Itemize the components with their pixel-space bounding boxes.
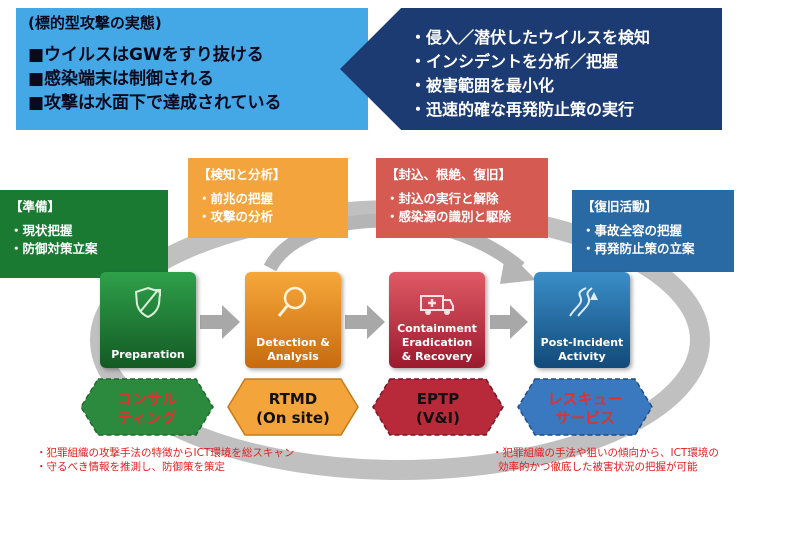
stage-item: ・前兆の把握	[198, 191, 274, 206]
stage-item: ・防御対策立案	[10, 241, 98, 256]
tile-label-group: Post-Incident Activity	[534, 336, 630, 364]
note-line: 効率的かつ徹底した被害状況の把握が可能	[498, 461, 698, 473]
note-line: ・犯罪組織の手法や狙いの傾向から、ICT環境の	[492, 447, 719, 459]
service-hexagon	[80, 378, 214, 436]
road-trees-icon	[569, 287, 598, 317]
attack-reality-line: ■ウイルスはGWをすり抜ける	[28, 45, 264, 65]
stage-item: ・封込の実行と解除	[386, 191, 499, 206]
stage-box-post-incident: 【復旧活動】 ・事故全容の把握 ・再発防止策の立案	[572, 190, 734, 272]
countermeasure-line: ・被害範囲を最小化	[410, 76, 555, 95]
tile-post-incident: Post-Incident Activity	[534, 272, 630, 368]
magnifier-icon	[277, 286, 307, 317]
tile-label-group: Containment Eradication & Recovery	[389, 322, 485, 364]
service-eptp: EPTP (V&I)	[370, 376, 506, 438]
service-label-group: レスキュー サービス	[515, 390, 655, 428]
tile-preparation: Preparation	[100, 272, 196, 368]
stage-box-preparation: 【準備】 ・現状把握 ・防御対策立案	[0, 190, 168, 278]
service-label: (On site)	[256, 409, 330, 427]
stage-heading: 【封込、根絶、復旧】	[386, 167, 512, 182]
tile-label: Preparation	[111, 348, 185, 361]
stage-heading: 【検知と分析】	[198, 167, 286, 182]
service-label: RTMD	[268, 390, 318, 408]
attack-reality-title: (標的型攻撃の実態)	[28, 14, 162, 32]
service-label: EPTP	[416, 390, 460, 408]
shield-sword-icon	[134, 286, 162, 319]
tile-label: Post-Incident	[540, 336, 624, 349]
countermeasure-line: ・インシデントを分析／把握	[410, 52, 619, 71]
service-label: ティング	[117, 409, 177, 427]
attack-reality-line: ■感染端末は制御される	[28, 69, 215, 89]
ambulance-icon	[420, 295, 454, 315]
tile-label: Containment	[397, 322, 477, 335]
flow-arrow-2	[345, 305, 385, 339]
tile-label: Activity	[558, 350, 606, 363]
stage-item: ・感染源の識別と駆除	[386, 209, 512, 224]
service-label-group: コンサル ティング	[78, 390, 216, 428]
tile-detection-analysis: Detection & Analysis	[245, 272, 341, 368]
stage-heading: 【復旧活動】	[582, 199, 658, 214]
tile-label-group: Detection & Analysis	[245, 336, 341, 364]
stage-item: ・事故全容の把握	[582, 223, 683, 238]
service-label-group: EPTP (V&I)	[370, 390, 506, 428]
tile-label: Eradication	[401, 336, 473, 349]
countermeasure-line: ・迅速的確な再発防止策の実行	[410, 100, 635, 119]
rescue-note: ・犯罪組織の手法や狙いの傾向から、ICT環境の 効率的かつ徹底した被害状況の把握…	[492, 446, 719, 474]
stage-item: ・現状把握	[10, 223, 73, 238]
consulting-note: ・犯罪組織の攻撃手法の特徴からICT環境を総スキャン ・守るべき情報を推測し、防…	[36, 446, 294, 474]
service-label: (V&I)	[416, 409, 460, 427]
flow-arrow-1	[200, 305, 240, 339]
stage-heading: 【準備】	[10, 199, 61, 214]
service-label: コンサル	[116, 390, 177, 408]
stage-item: ・再発防止策の立案	[582, 241, 695, 256]
service-rescue: レスキュー サービス	[515, 376, 655, 438]
note-line: ・守るべき情報を推測し、防御策を策定	[36, 461, 225, 473]
service-label: レスキュー	[547, 390, 623, 408]
attack-reality-line: ■攻撃は水面下で達成されている	[28, 93, 282, 113]
service-hexagon	[227, 378, 359, 436]
note-line: ・犯罪組織の攻撃手法の特徴からICT環境を総スキャン	[36, 447, 295, 459]
countermeasure-banner	[340, 8, 722, 130]
stage-box-containment: 【封込、根絶、復旧】 ・封込の実行と解除 ・感染源の識別と駆除	[376, 158, 548, 238]
tile-label: & Recovery	[401, 350, 473, 363]
flow-arrow-3	[490, 305, 528, 339]
tile-label: Detection &	[256, 336, 330, 349]
tile-containment: Containment Eradication & Recovery	[389, 272, 485, 368]
tile-label: Analysis	[267, 350, 319, 363]
countermeasure-line: ・侵入／潜伏したウイルスを検知	[410, 28, 651, 47]
service-consulting: コンサル ティング	[78, 376, 216, 438]
service-hexagon	[372, 378, 504, 436]
attack-reality-banner	[16, 8, 368, 130]
service-label: サービス	[554, 409, 615, 427]
service-rtmd: RTMD (On site)	[225, 376, 361, 438]
stage-item: ・攻撃の分析	[198, 209, 274, 224]
top-cycle-arrowhead	[500, 250, 536, 284]
service-hexagon	[517, 378, 653, 436]
service-label-group: RTMD (On site)	[225, 390, 361, 428]
stage-box-detection: 【検知と分析】 ・前兆の把握 ・攻撃の分析	[188, 158, 348, 238]
